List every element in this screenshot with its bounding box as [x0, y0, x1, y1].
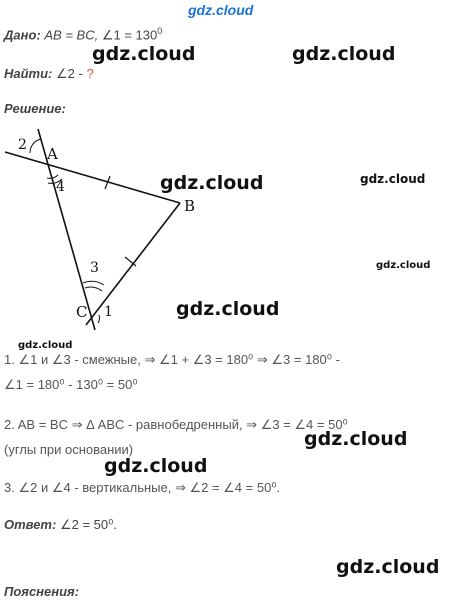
label-n1: 1 — [104, 304, 113, 320]
watermark: gdz.cloud — [92, 43, 196, 65]
watermark: gdz.cloud — [336, 556, 440, 578]
step1-line2: ∠1 = 180⁰ - 130⁰ = 50⁰ — [4, 377, 138, 392]
answer-text: ∠2 = 50⁰. — [59, 517, 117, 532]
find-line: Найти: ∠2 - ? — [4, 66, 94, 82]
tick-ab — [104, 175, 111, 190]
find-label: Найти: — [4, 66, 53, 81]
question-mark: ? — [86, 66, 94, 81]
watermark: gdz.cloud — [18, 340, 73, 351]
step1-line1: 1. ∠1 и ∠3 - смежные, ⇒ ∠1 + ∠3 = 180⁰ ⇒… — [4, 352, 340, 367]
degree-sup: 0 — [157, 26, 163, 36]
given-text: AB = BC, — [44, 27, 99, 43]
arc-angle-1 — [97, 314, 100, 324]
watermark: gdz.cloud — [376, 260, 431, 271]
watermark: gdz.cloud — [176, 298, 280, 320]
step2-line1: 2. AB = BC ⇒ Δ ABC - равнобедренный, ⇒ ∠… — [4, 417, 348, 432]
triangle-figure: 2 A 4 B 3 C 1 — [4, 128, 195, 331]
answer-label: Ответ: — [4, 517, 57, 532]
step2-line2: (углы при основании) — [4, 442, 134, 457]
angle-symbol: ∠ — [101, 27, 114, 43]
answer-line: Ответ: ∠2 = 50⁰. — [4, 517, 117, 533]
side-ab-line — [4, 151, 181, 204]
label-n4: 4 — [56, 179, 65, 195]
label-n2: 2 — [18, 137, 27, 153]
label-n3: 3 — [90, 260, 99, 276]
label-C: C — [76, 303, 87, 321]
step3-line1: 3. ∠2 и ∠4 - вертикальные, ⇒ ∠2 = ∠4 = 5… — [4, 480, 281, 495]
arc-angle-3b — [84, 286, 103, 292]
solution-label: Решение: — [4, 101, 66, 116]
given-line: Дано: AB = BC, ∠1 = 1300 — [4, 26, 162, 43]
given-value: 1 = 130 — [113, 27, 158, 43]
watermark: gdz.cloud — [104, 455, 208, 477]
label-A: A — [46, 145, 58, 163]
site-header: gdz.cloud — [188, 2, 254, 18]
find-text: 2 - — [67, 66, 83, 81]
watermark: gdz.cloud — [292, 43, 396, 65]
side-ac-line — [37, 128, 96, 331]
watermark: gdz.cloud — [360, 172, 426, 186]
watermark: gdz.cloud — [304, 428, 408, 450]
arc-angle-4a — [46, 174, 59, 179]
angle-symbol: ∠ — [56, 66, 68, 81]
tick-bc — [124, 256, 137, 267]
arc-angle-4b — [47, 178, 63, 184]
label-B: B — [184, 197, 195, 215]
explanations-label: Пояснения: — [4, 584, 80, 599]
arc-angle-2 — [29, 138, 42, 154]
given-label: Дано: — [4, 27, 41, 43]
watermark: gdz.cloud — [160, 172, 264, 194]
arc-angle-3a — [82, 280, 105, 286]
